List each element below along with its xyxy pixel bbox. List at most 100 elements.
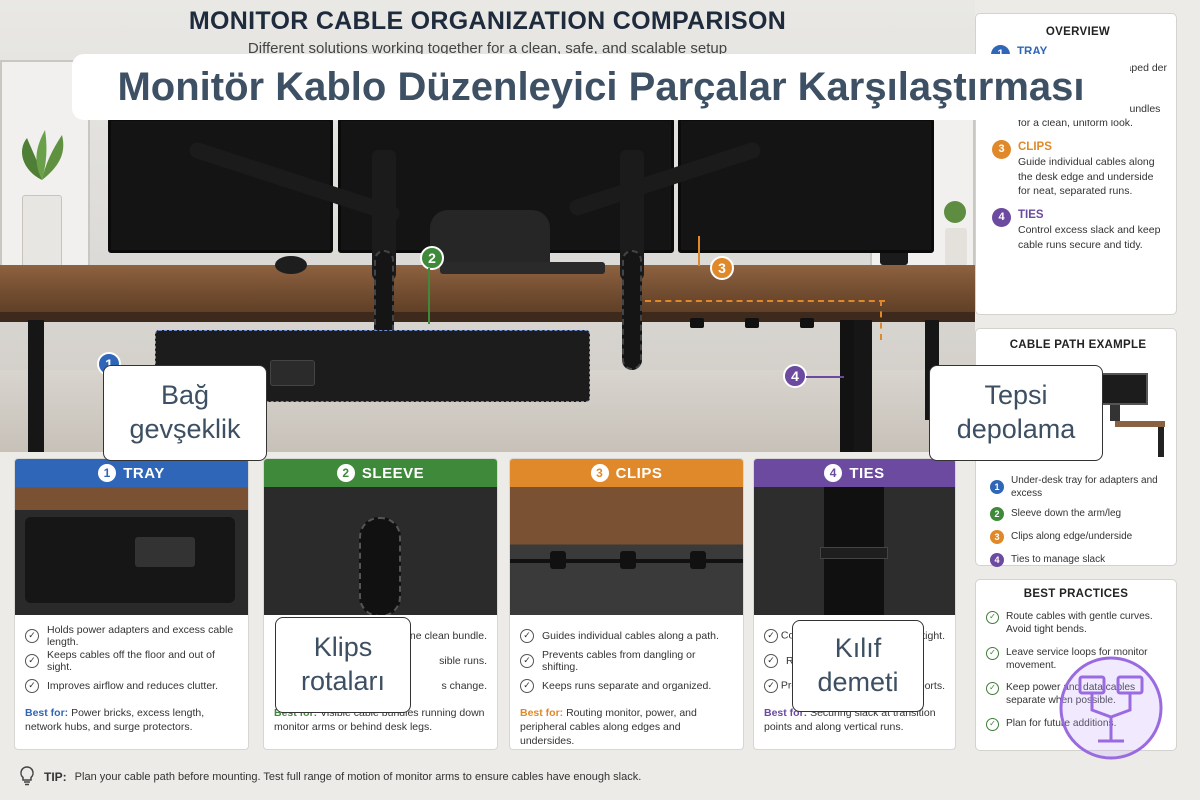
power-brick [270, 360, 315, 386]
clips-route-drop [880, 300, 882, 340]
best-practices-title: BEST PRACTICES [1023, 588, 1129, 600]
card-clips-number: 3 [590, 464, 609, 482]
card-ties-photo [754, 487, 955, 615]
best-practice-item: ✓Leave service loops for monitor movemen… [986, 646, 1166, 673]
check-icon: ✓ [764, 628, 778, 643]
tray-photo-box [25, 517, 235, 603]
desk-leg-left [28, 320, 44, 452]
card-tray-header: 1 TRAY [15, 459, 248, 487]
card-sleeve-bullet: one clean bundle. [404, 629, 487, 642]
card-sleeve-title: SLEEVE [361, 464, 425, 482]
plant-pot [22, 195, 62, 267]
cable-path-title: CABLE PATH EXAMPLE [1009, 339, 1147, 351]
check-icon: ✓ [520, 678, 534, 693]
small-plant-icon [940, 200, 970, 230]
clips-route-line [645, 300, 885, 302]
scene-marker-4: 4 [783, 364, 807, 388]
office-chair [430, 210, 550, 270]
mouse [275, 256, 307, 274]
card-tray-bullet: ✓Holds power adapters and excess cable l… [25, 623, 238, 648]
tray-photo-adapter [135, 537, 195, 567]
scene-marker-3: 3 [710, 256, 734, 280]
card-clips-title: CLIPS [615, 464, 663, 482]
card-clips-bullet: ✓Prevents cables from dangling or shifti… [520, 648, 733, 673]
card-ties-header: 4 TIES [754, 459, 955, 487]
small-plant-pot [945, 228, 967, 266]
overview-title: OVERVIEW [1045, 26, 1111, 38]
card-tray-body: ✓Holds power adapters and excess cable l… [15, 615, 248, 734]
plant-icon [12, 130, 72, 200]
card-clips-bullet: ✓Keeps runs separate and organized. [520, 673, 733, 698]
card-ties-title: TIES [849, 464, 885, 482]
best-practice-item: ✓Route cables with gentle curves. Avoid … [986, 610, 1166, 637]
card-sleeve-header: 2 SLEEVE [264, 459, 497, 487]
card-ties-number: 4 [824, 464, 843, 482]
sleeve-photo-bundle [359, 517, 401, 615]
vertical-cable-run [840, 320, 854, 452]
clips-photo-clip [550, 551, 566, 569]
clips-photo-clip [690, 551, 706, 569]
sleeve-bundle-right [622, 250, 642, 370]
cable-path-step: 1 Under-desk tray for adapters and exces… [990, 472, 1166, 502]
clips-photo-clip [620, 551, 636, 569]
marker-4-leader [806, 376, 844, 378]
diagram-arm [1110, 405, 1120, 421]
card-tray-bullet: ✓Keeps cables off the floor and out of s… [25, 648, 238, 673]
desk-edge [0, 312, 975, 322]
card-clips: 3 CLIPS ✓Guides individual cables along … [509, 458, 744, 750]
card-clips-bullet: ✓Guides individual cables along a path. [520, 623, 733, 648]
monitor-right [678, 118, 934, 253]
check-circle-icon: ✓ [986, 611, 999, 624]
overlay-label-klips: Klips rotaları [275, 617, 411, 713]
check-circle-icon: ✓ [986, 646, 999, 660]
page-subtitle: Different solutions working together for… [247, 40, 728, 57]
check-icon: ✓ [520, 653, 534, 668]
tip-text: Plan your cable path before mounting. Te… [74, 771, 642, 783]
cable-path-steps: 1 Under-desk tray for adapters and exces… [990, 472, 1166, 571]
card-tray-title: TRAY [123, 464, 165, 482]
best-practice-item: ✓Plan for future additions. [986, 717, 1166, 731]
check-icon: ✓ [25, 653, 39, 668]
card-tray: 1 TRAY ✓Holds power adapters and excess … [14, 458, 249, 750]
marker-3-leader [698, 236, 700, 266]
scene-marker-2: 2 [420, 246, 444, 270]
card-clips-best-for: Best for: Routing monitor, power, and pe… [520, 707, 697, 748]
card-clips-body: ✓Guides individual cables along a path. … [510, 615, 743, 749]
card-sleeve-bullet: s change. [441, 679, 487, 692]
clip-3 [800, 318, 814, 328]
clip-1 [690, 318, 704, 328]
watermark-logo-icon [1058, 655, 1164, 761]
overlay-label-bag: Bağ gevşeklik [103, 365, 267, 461]
best-practices-panel: BEST PRACTICES ✓Route cables with gentle… [975, 579, 1177, 751]
check-icon: ✓ [764, 653, 778, 668]
ties-photo-strap [820, 547, 888, 559]
card-tray-bullet: ✓Improves airflow and reduces clutter. [25, 673, 238, 698]
desk-leg-right [850, 320, 872, 452]
card-sleeve-number: 2 [336, 464, 355, 482]
tip-bar: TIP: Plan your cable path before mountin… [18, 765, 968, 789]
card-tray-number: 1 [98, 464, 117, 482]
diagram-leg [1158, 427, 1164, 457]
card-sleeve-photo [264, 487, 497, 615]
card-sleeve-bullet: sible runs. [439, 654, 487, 667]
check-circle-icon: ✓ [986, 717, 999, 731]
check-circle-icon: ✓ [986, 682, 999, 695]
page-title: MONITOR CABLE ORGANIZATION COMPARISON [188, 7, 787, 35]
card-clips-header: 3 CLIPS [510, 459, 743, 487]
keyboard [440, 262, 605, 274]
check-icon: ✓ [25, 678, 39, 693]
overlay-label-tepsi: Tepsi depolama [929, 365, 1103, 461]
cable-path-step: 2 Sleeve down the arm/leg [990, 502, 1166, 525]
card-tray-photo [15, 487, 248, 615]
check-icon: ✓ [25, 628, 39, 643]
diagram-desk [1115, 421, 1165, 427]
check-icon: ✓ [520, 628, 534, 643]
marker-2-leader [428, 268, 430, 324]
cable-path-step: 4 Ties to manage slack [990, 548, 1166, 571]
overlay-label-kilif: Kılıf demeti [792, 620, 924, 712]
cable-path-step: 3 Clips along edge/underside [990, 525, 1166, 548]
clip-2 [745, 318, 759, 328]
